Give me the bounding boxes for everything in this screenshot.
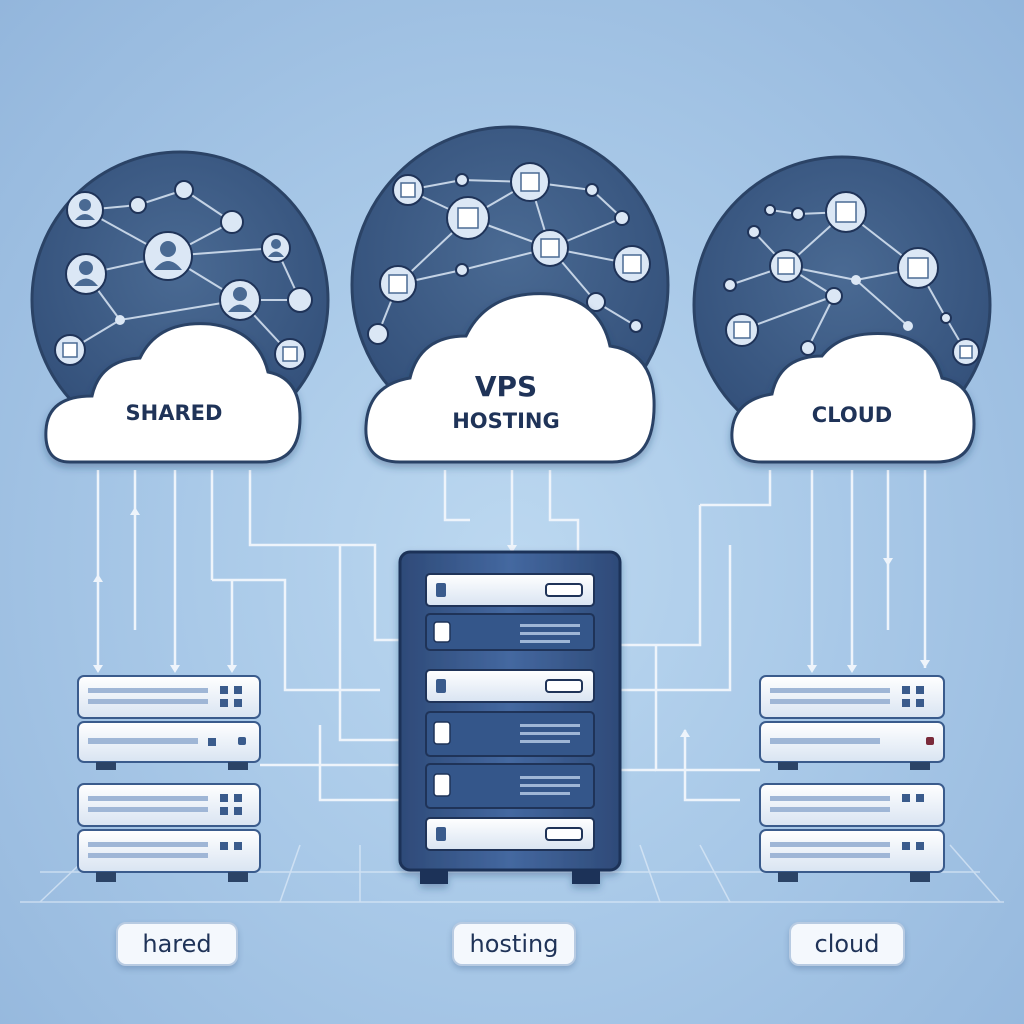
rack-units xyxy=(425,573,595,851)
connection-wires xyxy=(96,470,927,802)
web-page-icon xyxy=(952,338,980,366)
web-page-icon xyxy=(392,174,424,206)
server-unit-icon xyxy=(425,711,595,757)
server-unit-icon xyxy=(759,829,945,873)
web-page-icon xyxy=(54,334,86,366)
cloud-label-vps-line2: HOSTING xyxy=(452,409,560,433)
server-stack-cloud xyxy=(759,675,945,882)
web-page-icon xyxy=(510,162,550,202)
cloud-vps xyxy=(364,292,656,464)
server-unit-icon xyxy=(425,817,595,851)
server-unit-icon xyxy=(759,721,945,763)
web-page-icon xyxy=(897,247,939,289)
web-page-icon xyxy=(274,338,306,370)
cloud-label-cloud: CLOUD xyxy=(812,403,892,427)
web-page-icon xyxy=(379,265,417,303)
web-page-icon xyxy=(613,245,651,283)
server-unit-icon xyxy=(77,675,261,719)
cloud-cloud xyxy=(730,331,976,464)
network-nodes-cloud xyxy=(723,191,980,366)
server-unit-icon xyxy=(759,783,945,827)
server-stack-shared xyxy=(77,675,261,882)
wire-arrows xyxy=(93,507,930,737)
server-unit-icon xyxy=(425,613,595,651)
server-unit-icon xyxy=(759,675,945,719)
server-unit-icon xyxy=(77,783,261,827)
caption-vps: hosting xyxy=(452,922,576,966)
user-icon xyxy=(261,233,291,263)
web-page-icon xyxy=(446,196,490,240)
user-icon xyxy=(65,253,107,295)
server-unit-icon xyxy=(425,573,595,607)
web-page-icon xyxy=(725,313,759,347)
network-nodes-vps xyxy=(367,162,651,345)
user-icon xyxy=(143,231,193,281)
web-page-icon xyxy=(531,229,569,267)
cloud-shared xyxy=(44,322,302,464)
cloud-label-shared: SHARED xyxy=(126,401,223,425)
server-unit-icon xyxy=(425,669,595,703)
cloud-label-vps-line1: VPS xyxy=(475,370,537,403)
web-page-icon xyxy=(769,249,803,283)
server-unit-icon xyxy=(425,763,595,809)
caption-shared: hared xyxy=(116,922,238,966)
server-unit-icon xyxy=(77,829,261,873)
user-icon xyxy=(219,279,261,321)
network-nodes-shared xyxy=(54,180,313,370)
user-icon xyxy=(66,191,104,229)
web-page-icon xyxy=(825,191,867,233)
caption-cloud: cloud xyxy=(789,922,905,966)
server-unit-icon xyxy=(77,721,261,763)
